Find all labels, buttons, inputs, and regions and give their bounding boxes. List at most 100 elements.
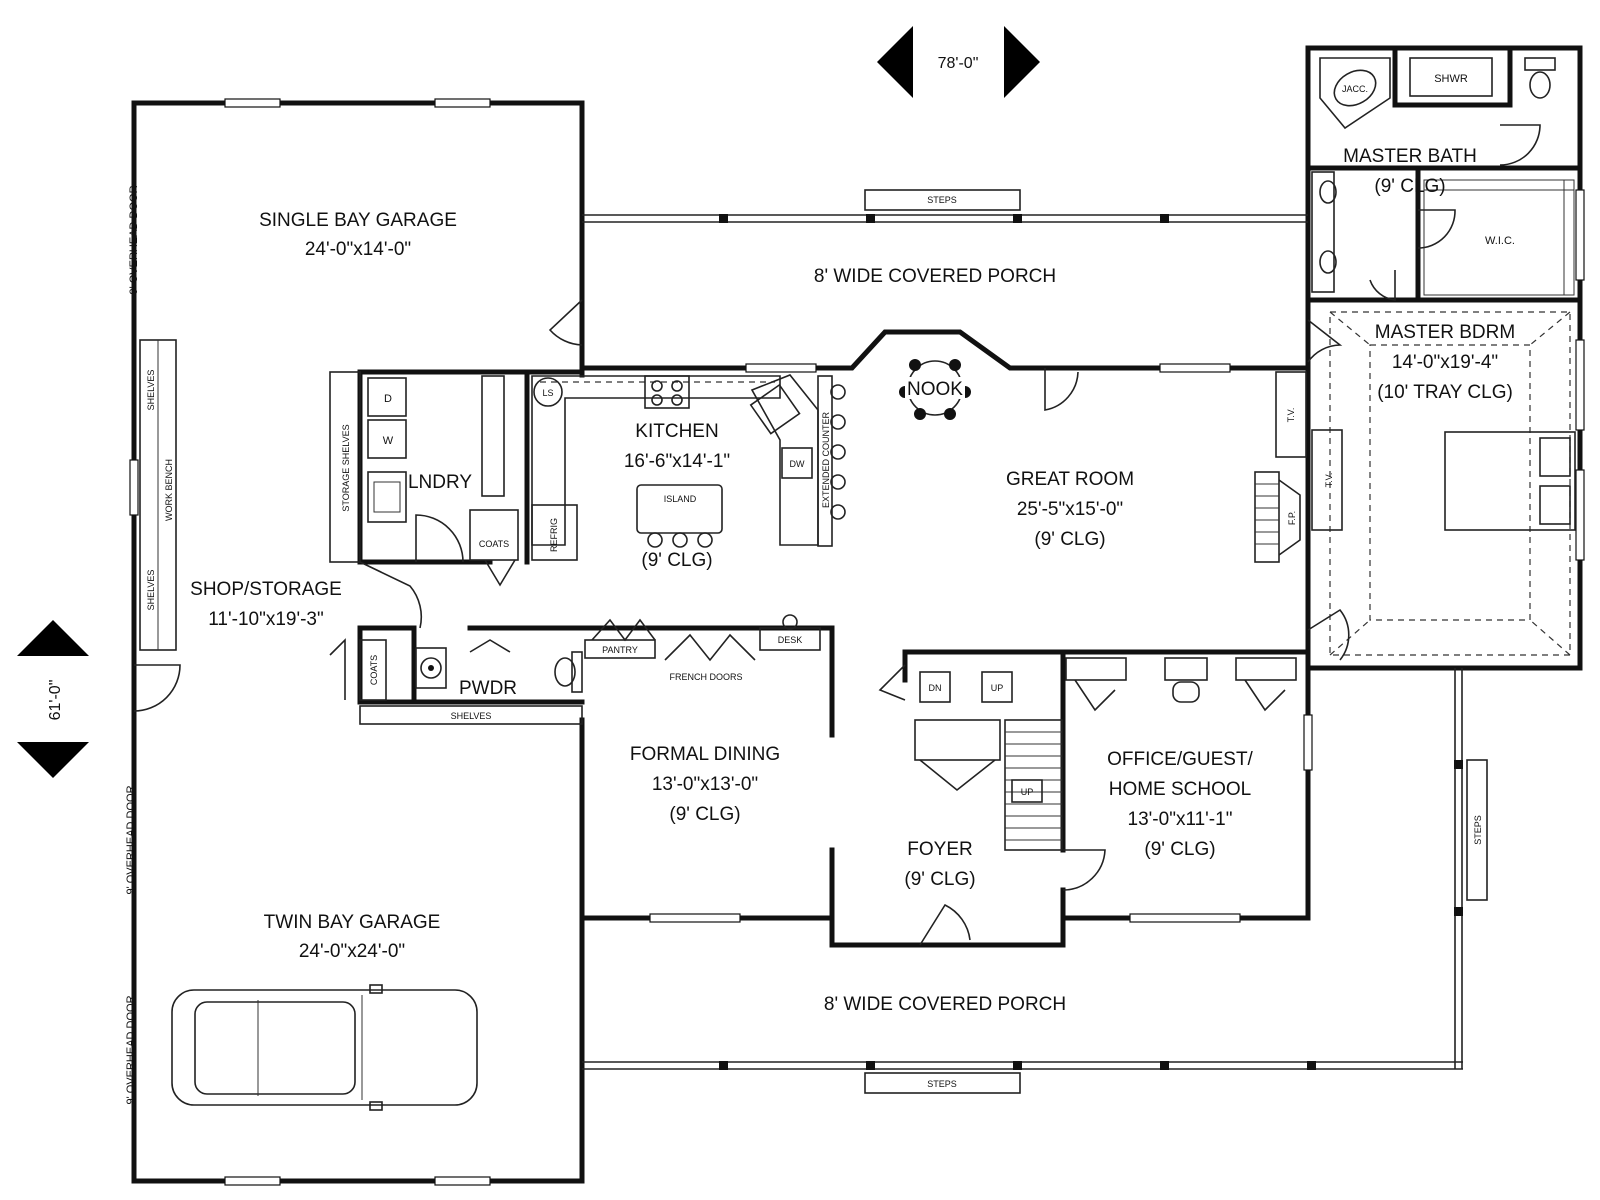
pantry-label: PANTRY [602,645,638,655]
master-bdrm-size: 14'-0"x19'-4" [1392,352,1498,373]
formal-dining-name: FORMAL DINING [630,744,780,765]
storage-shelves-label: STORAGE SHELVES [341,424,351,511]
master-bedroom-door [1307,608,1350,661]
office-area: OFFICE/GUEST/ HOME SCHOOL 13'-0"x11'-1" … [1062,657,1297,891]
laundry-door [415,514,464,563]
office-closet-door-2 [1244,679,1286,712]
twin-bay-garage-size: 24'-0"x24'-0" [299,941,405,962]
wic-label: W.I.C. [1485,235,1515,247]
width-dimension: 78'-0" [877,26,1040,98]
coat-closet-door [329,638,346,700]
master-bdrm-name: MASTER BDRM [1375,322,1515,343]
master-bath-ceiling: (9' CLG) [1374,176,1445,197]
front-porch-label: 8' WIDE COVERED PORCH [824,994,1066,1015]
stair-up-label-1: UP [991,683,1004,693]
office-ceiling: (9' CLG) [1144,839,1215,860]
depth-dimension: 61'-0" [17,620,89,778]
kitchen-area: LS REFRIG ISLAND DW EXTENDED COUNTER KIT… [531,374,846,571]
tv-label-2: T.V. [1324,473,1334,488]
foyer-ceiling: (9' CLG) [904,869,975,890]
office-name-line1: OFFICE/GUEST/ [1107,749,1253,770]
car-icon [171,984,478,1111]
kitchen-ceiling: (9' CLG) [641,550,712,571]
master-bath-door [1307,319,1343,363]
great-room-name: GREAT ROOM [1006,469,1134,490]
refrig-label: REFRIG [549,518,559,552]
nook-area: NOOK [899,359,1079,420]
rear-steps-label: STEPS [927,195,957,205]
coat-closet-door-2 [919,759,996,792]
sink-1-icon [1319,180,1337,204]
fireplace-label: F.P. [1287,511,1297,525]
master-toilet-icon [1529,71,1551,99]
powder-door [469,639,511,653]
dimension-arrow-left-icon [877,26,913,98]
fireplace-hearth [1254,471,1280,563]
garage-details: 9' OVERHEAD DOOR 9' OVERHEAD DOOR 9' OVE… [125,185,583,1111]
fireplace-icon [1278,479,1301,556]
bath-door [1369,270,1396,301]
windows [129,98,1585,1186]
front-porch: STEPS STEPS 8' WIDE COVERED PORCH [582,668,1488,1094]
range-icon [644,375,690,409]
sink-counter [750,374,819,546]
island-label: ISLAND [664,494,697,504]
great-room-size: 25'-5"x15'-0" [1017,499,1123,520]
great-room-area: T.V. F.P. GREAT ROOM 25'-5"x15'-0" (9' C… [1006,371,1307,563]
work-bench-label: WORK BENCH [164,459,174,521]
lazy-susan-label: LS [542,388,553,398]
desk-label: DESK [778,635,803,645]
washer-label: W [383,435,394,447]
foyer-name: FOYER [907,839,972,860]
toilet-room-door [1499,124,1541,166]
rear-porch-label: 8' WIDE COVERED PORCH [814,266,1056,287]
office-name-line2: HOME SCHOOL [1109,779,1252,800]
garage-porch-door [548,299,583,346]
dining-area: PANTRY FRENCH DOORS DESK FORMAL DINING 1… [584,614,821,825]
shelves-label-2: SHELVES [146,570,156,611]
overhead-door-label-2: 9' OVERHEAD DOOR [125,785,137,894]
nook-name: NOOK [907,379,963,400]
overhead-door-label-3: 9' OVERHEAD DOOR [125,995,137,1104]
laundry-area: STORAGE SHELVES D W LNDRY COATS [329,371,519,629]
shop-door [359,561,423,629]
french-doors-label: FRENCH DOORS [669,672,742,682]
foyer-area: DN UP UP FOYER (9' CLG) [878,664,1063,946]
side-steps-label: STEPS [1473,815,1483,845]
dimension-arrow-down-icon [17,742,89,778]
stair-down-label: DN [929,683,942,693]
rear-porch: STEPS 8' WIDE COVERED PORCH [582,189,1308,287]
jacuzzi-tub [1319,57,1391,130]
kitchen-island [636,484,723,534]
master-bedroom-area: T.V. MASTER BDRM 14'-0"x19'-4" (10' TRAY… [1307,311,1576,661]
sink-2-icon [1319,250,1337,274]
powder-name: PWDR [459,678,517,699]
office-size: 13'-0"x11'-1" [1128,809,1233,830]
shower-label: SHWR [1434,73,1468,85]
jacuzzi-label: JACC. [1342,84,1368,94]
french-doors [664,633,756,662]
dimension-arrow-right-icon [1004,26,1040,98]
overhead-door-label-1: 9' OVERHEAD DOOR [128,185,140,294]
garage-side-door [133,664,181,712]
single-bay-garage-name: SINGLE BAY GARAGE [259,210,457,231]
master-bath-area: JACC. SHWR W.I.C. MASTER BATH (9' CLG) [1311,57,1575,301]
coats-label-2: COATS [369,655,379,685]
foyer-closet-door [878,664,906,701]
dimension-arrow-up-icon [17,620,89,656]
laundry-name: LNDRY [408,472,472,493]
shelves-label-1: SHELVES [146,370,156,411]
kitchen-name: KITCHEN [635,421,718,442]
office-chair-icon [1172,681,1200,703]
staircase [1004,719,1063,851]
master-bath-name: MASTER BATH [1343,146,1477,167]
shop-storage-name: SHOP/STORAGE [190,579,342,600]
office-door [1062,849,1106,891]
formal-dining-size: 13'-0"x13'-0" [652,774,758,795]
front-door [919,903,971,946]
wic-door [1417,209,1456,249]
great-room-ceiling: (9' CLG) [1034,529,1105,550]
extended-counter-label: EXTENDED COUNTER [821,412,831,509]
nook-porch-door [1044,368,1079,411]
